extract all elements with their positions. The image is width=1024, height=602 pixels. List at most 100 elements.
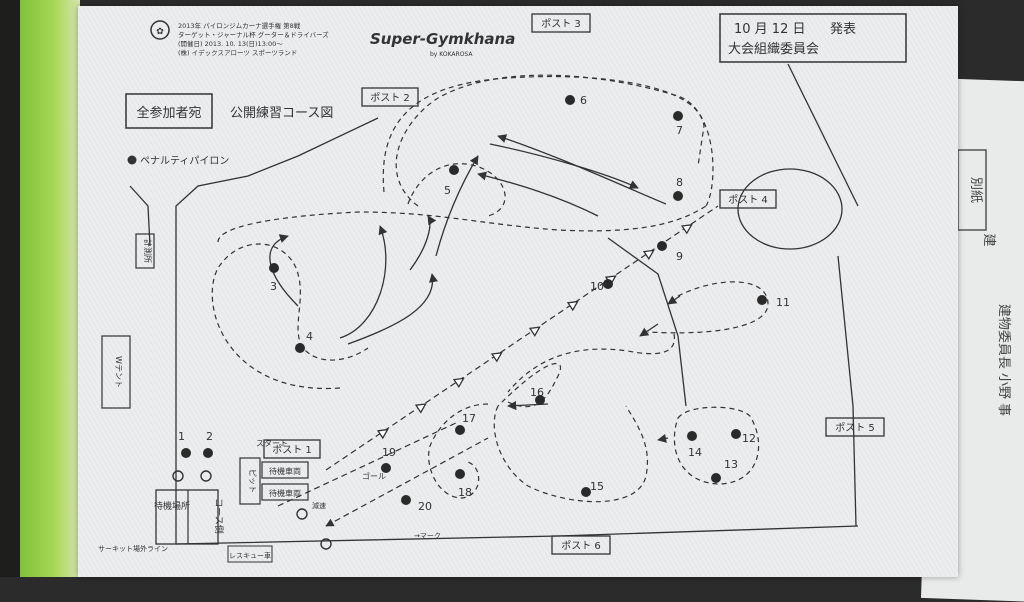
- svg-text:待機車両: 待機車両: [269, 466, 301, 476]
- pylon-2: [203, 448, 213, 458]
- post-4: ポスト 4: [719, 189, 777, 209]
- pylon-label-12: 12: [742, 432, 756, 445]
- legend-label: ペナルティパイロン: [140, 155, 229, 167]
- waiting-area-box: [155, 489, 219, 545]
- svg-text:ポスト 2: ポスト 2: [370, 92, 410, 104]
- route-pylon17-18: [428, 403, 489, 499]
- pylon-label-17: 17: [462, 412, 476, 425]
- boundary-bottom: [175, 525, 859, 545]
- pylon-label-4: 4: [306, 330, 313, 343]
- pit-label: ピット: [248, 469, 257, 493]
- arrow-h: [409, 215, 437, 271]
- pylon-label-10: 10: [590, 280, 604, 293]
- pylon-9: [657, 241, 667, 251]
- rescue-box: [227, 545, 273, 563]
- officials-label: 計測所: [143, 239, 153, 263]
- brand-sub: by KOKAROSA: [430, 51, 473, 58]
- legend-pylon-icon: [127, 155, 137, 165]
- arrow-i: [667, 295, 681, 305]
- pylon-18: [455, 469, 465, 479]
- boundary-inner: [607, 237, 687, 407]
- logo-letter: ✿: [156, 27, 164, 37]
- pylon-label-7: 7: [676, 124, 683, 137]
- route-pylon3-loop: [211, 243, 369, 389]
- pit-box: [239, 457, 261, 505]
- pylon-4: [295, 343, 305, 353]
- svg-text:ポスト 5: ポスト 5: [835, 422, 875, 434]
- route-pylon16: [497, 362, 562, 408]
- cone-ring-b: [200, 470, 212, 482]
- svg-text:ポスト 4: ポスト 4: [728, 194, 768, 206]
- pylon-19: [381, 463, 391, 473]
- pylon-label-14: 14: [688, 446, 702, 459]
- pylon-label-2: 2: [206, 430, 213, 443]
- arrow-j: [639, 323, 659, 337]
- side-sheet-line2: 建物委員長 小野 事: [996, 304, 1011, 416]
- exit-dashed-line: [325, 437, 489, 527]
- boundary-right: [837, 255, 857, 527]
- goal-dashed-line: [277, 421, 459, 507]
- event-line1: 2013年 パイロンジムカーナ選手権 第8戦: [178, 21, 301, 30]
- arrow-d: [435, 155, 479, 257]
- second-sheet-text: 別紙 建 建物委員長 小野 事: [957, 149, 1011, 416]
- pylon-label-19: 19: [382, 446, 396, 459]
- pylon-label-15: 15: [590, 480, 604, 493]
- pylon-label-16: 16: [530, 386, 544, 399]
- direction-triangle: [530, 330, 536, 334]
- start-straight: [277, 205, 719, 527]
- pylon-3: [269, 263, 279, 273]
- post-1: ポスト 1: [263, 439, 321, 459]
- pylon-label-3: 3: [270, 280, 277, 293]
- decel-label: 減速: [312, 501, 326, 510]
- start-label: スタート: [256, 439, 288, 448]
- pylon-17: [455, 425, 465, 435]
- pylon-12: [731, 429, 741, 439]
- pylon-11: [757, 295, 767, 305]
- pylon-label-5: 5: [444, 184, 451, 197]
- arrow-c: [347, 273, 438, 345]
- route-upper-loop: [395, 74, 714, 207]
- arrow-g: [477, 171, 599, 217]
- post-2: ポスト 2: [361, 87, 419, 107]
- org-line: (株) イデックスアローツ スポーツランド: [178, 48, 297, 57]
- boundary-top-right: [787, 63, 859, 207]
- pylon-label-6: 6: [580, 94, 587, 107]
- pylon-20: [401, 495, 411, 505]
- notice-action: 発表: [830, 22, 856, 37]
- pylon-16: [535, 395, 545, 405]
- waiting-area-label: 待機場所: [154, 500, 190, 512]
- svg-text:ポスト 3: ポスト 3: [541, 18, 581, 30]
- route-top-sweep: [382, 76, 705, 193]
- pylon-15: [581, 487, 591, 497]
- pylon-label-9: 9: [676, 250, 683, 263]
- area-boundary: [129, 63, 859, 545]
- audience-label: 全参加者宛: [136, 105, 201, 121]
- logo-icon: [150, 20, 170, 40]
- course-labels: スタート ゴール 減速 →マーク: [256, 439, 441, 540]
- course-routes: [211, 74, 769, 503]
- facilities: 計測所 Wテント ピット 待機車両 待機車両 待機場所 コース側 サーキット場外…: [98, 233, 332, 563]
- boundary-pit: [129, 185, 151, 247]
- side-sheet-box: [957, 149, 987, 231]
- arrow-f: [497, 134, 667, 205]
- w-tent-box: [101, 335, 131, 409]
- green-binder: [20, 0, 80, 577]
- w-tent-label: Wテント: [114, 356, 123, 388]
- arrow-e: [489, 143, 639, 189]
- waiting-car-1: [261, 461, 309, 479]
- pylon-14: [687, 431, 697, 441]
- pylon-6: [565, 95, 575, 105]
- course-map-sheet: ✿ 2013年 パイロンジムカーナ選手権 第8戦 ターゲット・ジャーナル杯 グー…: [78, 6, 958, 577]
- pylon-label-13: 13: [724, 458, 738, 471]
- date-line: (開催日) 2013. 10. 13(日)13:00～: [178, 39, 283, 48]
- post-3: ポスト 3: [531, 13, 591, 33]
- post-5: ポスト 5: [825, 417, 885, 437]
- cone-ring-a: [172, 470, 184, 482]
- notice-box: 10 月 12 日 発表 大会組織委員会: [719, 13, 907, 63]
- cone-ring-c: [296, 508, 308, 520]
- pylon-10: [603, 279, 613, 289]
- goal-label: ゴール: [362, 471, 386, 481]
- route-pylon5-loop: [407, 163, 506, 217]
